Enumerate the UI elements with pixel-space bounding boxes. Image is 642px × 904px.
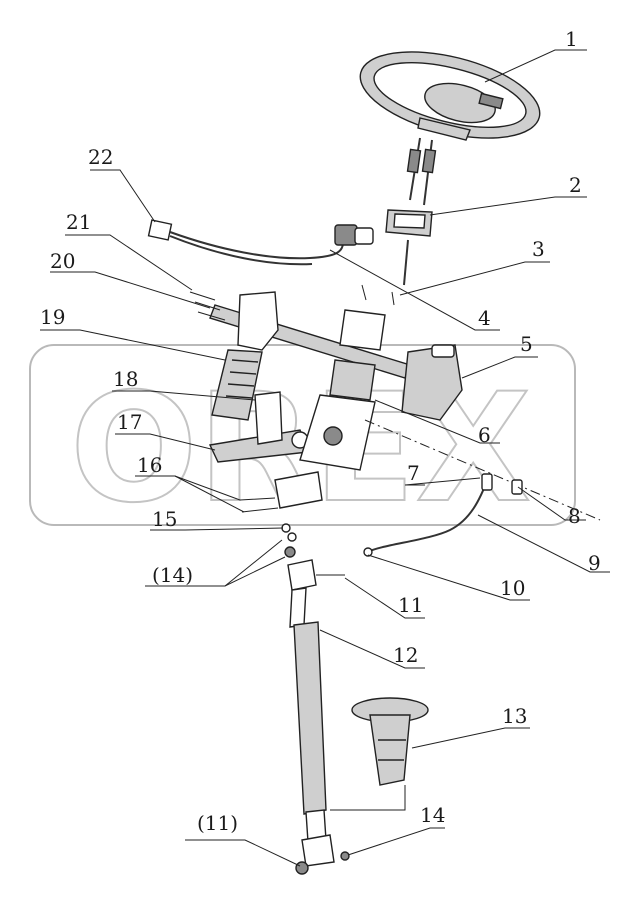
callout-4: 4 bbox=[478, 306, 491, 330]
callout-18: 18 bbox=[113, 367, 138, 391]
upper-wiring bbox=[403, 137, 437, 286]
bracket-plate bbox=[239, 471, 323, 513]
screws bbox=[189, 284, 395, 321]
callout-11-ref: (11) bbox=[197, 811, 238, 835]
callout-6: 6 bbox=[478, 423, 491, 447]
callout-15: 15 bbox=[152, 507, 177, 531]
callout-22: 22 bbox=[88, 145, 113, 169]
callout-13: 13 bbox=[502, 704, 527, 728]
switch-housing bbox=[385, 209, 433, 237]
column-housing bbox=[299, 309, 386, 471]
column-cover bbox=[401, 344, 463, 421]
callout-3: 3 bbox=[532, 237, 545, 261]
steering-wheel bbox=[359, 51, 541, 141]
callout-7: 7 bbox=[407, 461, 420, 485]
dust-boot bbox=[351, 697, 429, 786]
callout-9: 9 bbox=[588, 551, 601, 575]
callout-20: 20 bbox=[50, 249, 75, 273]
callout-14-ref: (14) bbox=[152, 563, 193, 587]
callout-17: 17 bbox=[117, 410, 142, 434]
callout-5: 5 bbox=[520, 332, 533, 356]
callout-19: 19 bbox=[40, 305, 65, 329]
left-bracket bbox=[211, 291, 279, 421]
callout-8: 8 bbox=[568, 504, 581, 528]
callout-11: 11 bbox=[398, 593, 423, 617]
intermediate-shaft bbox=[287, 559, 350, 875]
wire-harness bbox=[147, 219, 374, 266]
callout-labels: 1 2 3 4 5 6 7 8 9 10 11 12 13 14 (14) (1… bbox=[40, 27, 601, 835]
callout-2: 2 bbox=[569, 173, 582, 197]
callout-16: 16 bbox=[137, 453, 162, 477]
callout-10: 10 bbox=[500, 576, 525, 600]
callout-21: 21 bbox=[66, 210, 91, 234]
adjust-cable bbox=[363, 419, 601, 557]
callout-14: 14 bbox=[420, 803, 445, 827]
leader-lines bbox=[40, 49, 610, 867]
small-fasteners bbox=[281, 523, 297, 558]
callout-1: 1 bbox=[565, 27, 578, 51]
callout-12: 12 bbox=[393, 643, 418, 667]
